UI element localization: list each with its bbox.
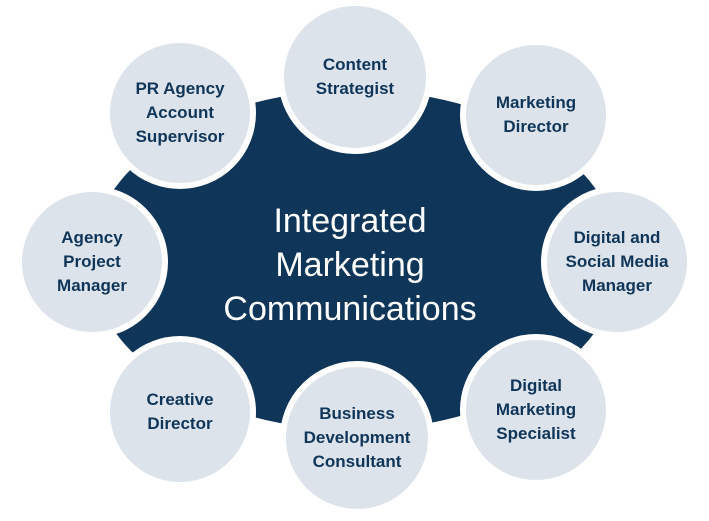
role-agency-project-manager: Agency Project Manager (16, 186, 168, 338)
role-line: Creative (146, 390, 214, 409)
role-line: Marketing (495, 400, 577, 419)
role-line: Manager (57, 276, 127, 295)
role-business-development-consultant: Business Development Consultant (280, 361, 434, 515)
role-digital-social-media-manager: Digital and Social Media Manager (541, 186, 693, 338)
role-line: Director (147, 414, 213, 433)
hub-title-line-3: Communications (223, 290, 477, 328)
role-content-strategist: Content Strategist (278, 0, 432, 154)
role-line: Social Media (565, 252, 669, 271)
role-line: PR Agency (135, 79, 225, 98)
role-line: Digital and (573, 228, 661, 247)
role-line: Specialist (496, 424, 576, 443)
role-line: Business (319, 404, 395, 423)
role-line: Supervisor (135, 127, 225, 146)
role-line: Consultant (312, 452, 402, 471)
role-line: Manager (582, 276, 652, 295)
role-line: Director (503, 117, 569, 136)
role-creative-director: Creative Director (104, 336, 256, 488)
role-line: Agency (61, 228, 123, 247)
role-line: Content (322, 55, 388, 74)
role-line: Account (146, 103, 214, 122)
hub-title: Integrated Marketing Communications (200, 200, 500, 330)
hub-title-line-1: Integrated (273, 202, 427, 240)
role-line: Development (303, 428, 411, 447)
role-line: Digital (510, 376, 562, 395)
hub-title-line-2: Marketing (275, 246, 425, 284)
role-line: Marketing (495, 93, 577, 112)
role-marketing-director: Marketing Director (460, 39, 612, 191)
role-digital-marketing-specialist: Digital Marketing Specialist (460, 334, 612, 486)
role-pr-agency-account-supervisor: PR Agency Account Supervisor (104, 37, 256, 189)
role-line: Strategist (315, 79, 395, 98)
role-line: Project (63, 252, 121, 271)
